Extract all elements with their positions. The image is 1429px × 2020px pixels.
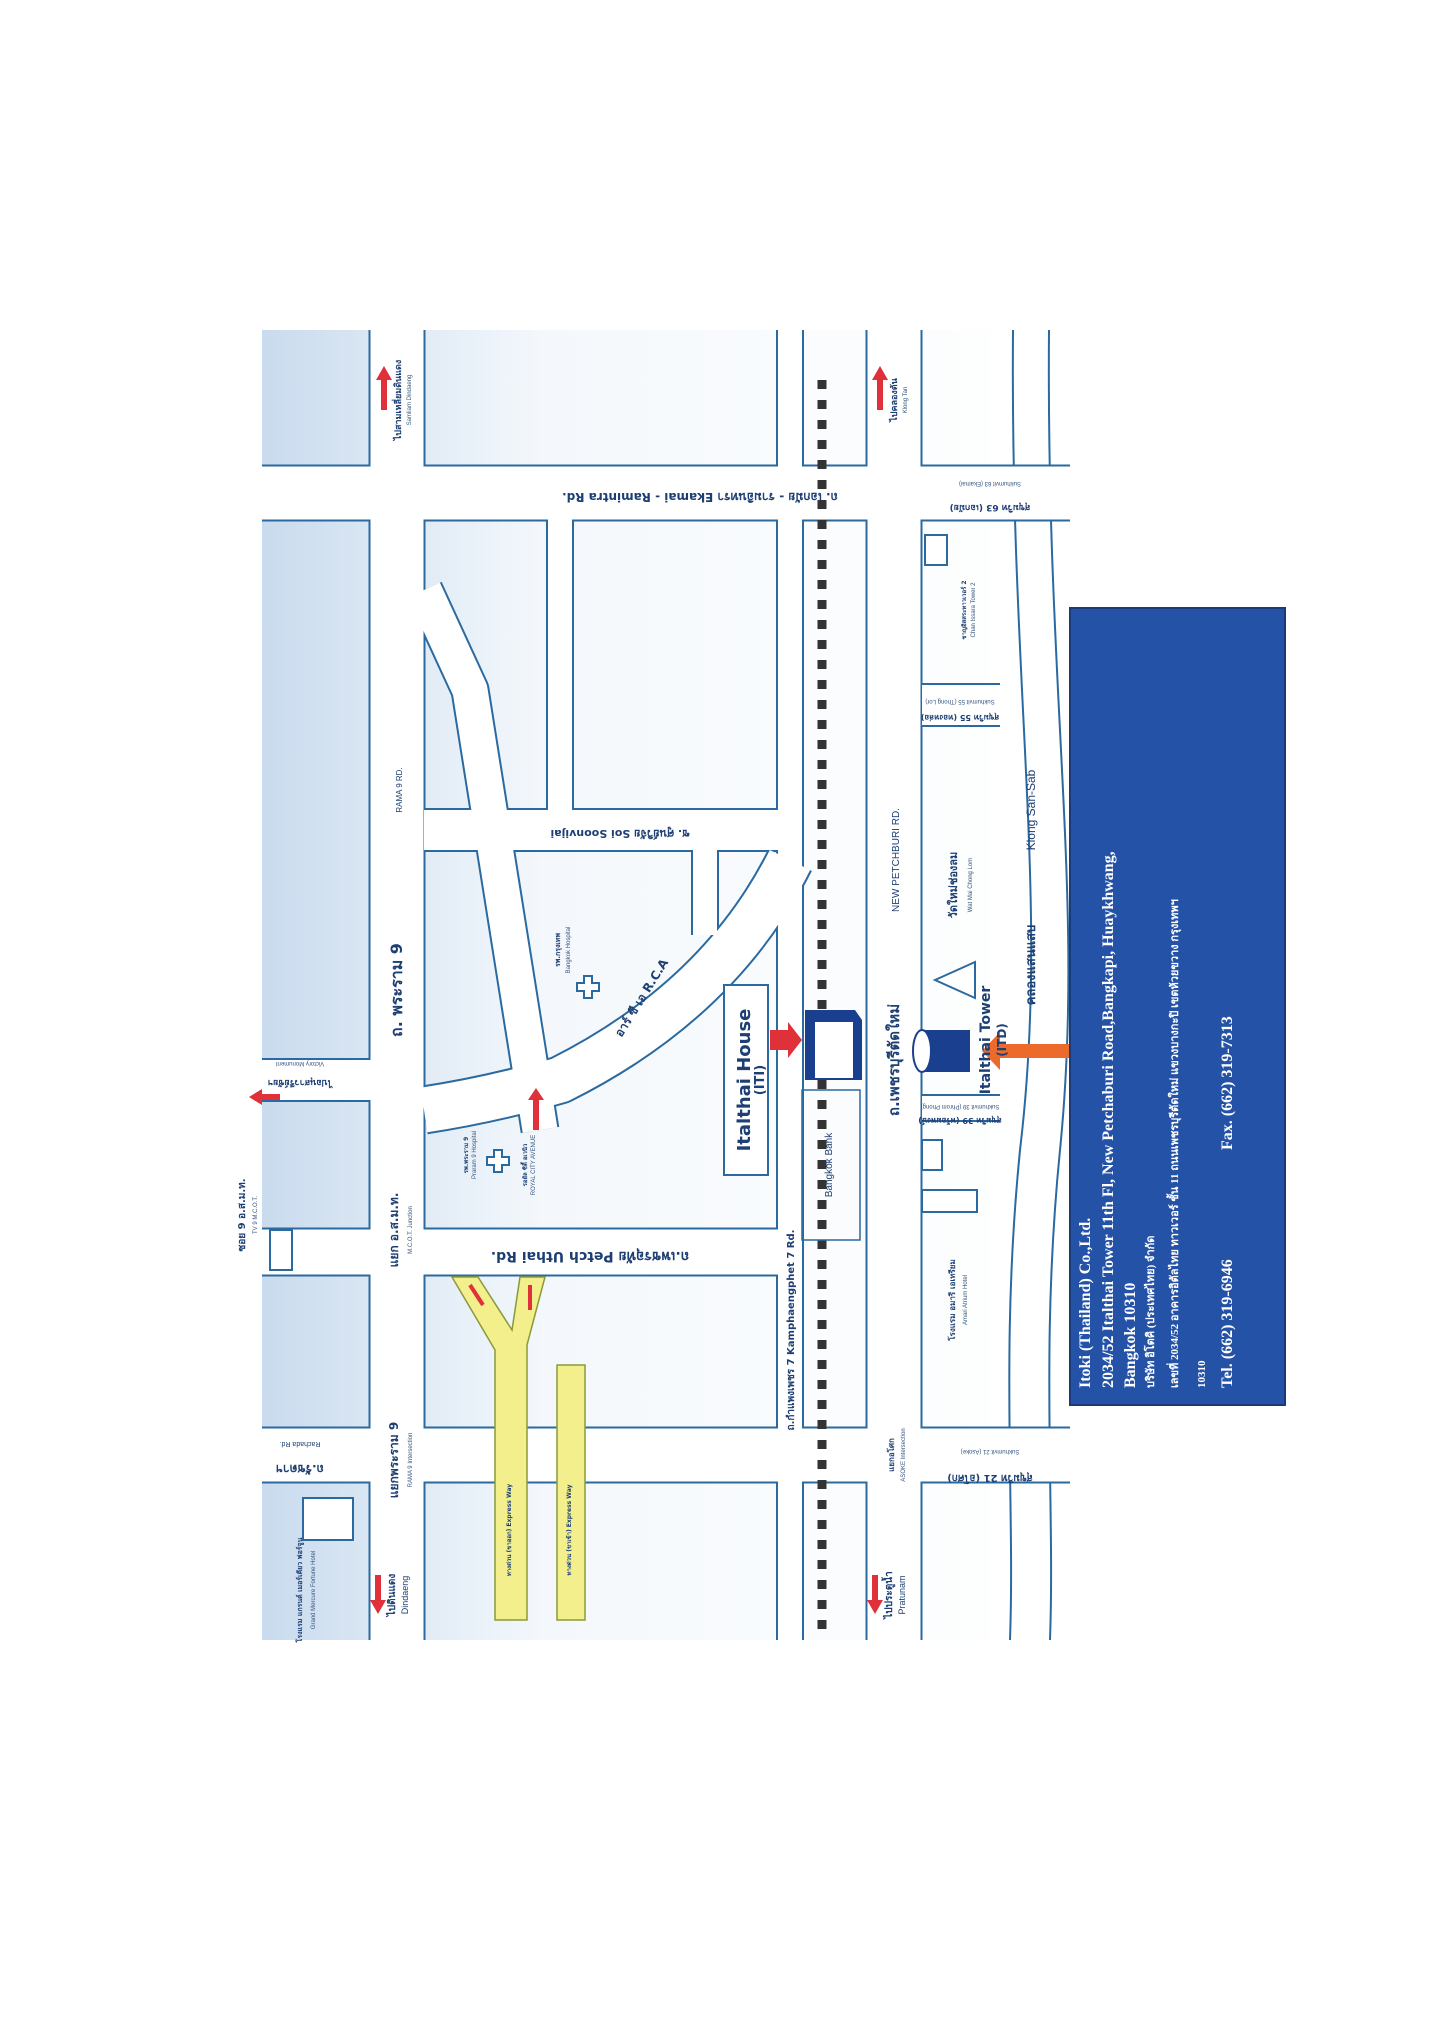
company-fax: Fax. (662) 319-7313 [1219, 1016, 1236, 1150]
bangkok-hospital-label: รพ.กรุงเทพ [554, 933, 562, 967]
italthai-house-label: Italthai House [734, 1009, 755, 1152]
company-name-th: บริษัท อิโตคิ (ประเทศไทย) จำกัด [1143, 1236, 1157, 1388]
company-info-box: Itoki (Thailand) Co.,Ltd. 2034/52 Italth… [1069, 607, 1286, 1406]
royal-city-avenue-label-en: ROYAL CITY AVENUE [531, 1135, 537, 1195]
mcot-soi9-label: ซอย 9 อ.ส.ม.ท. [237, 1178, 248, 1251]
bangkok-hospital-label-en: Bangkok Hospital [566, 927, 572, 974]
rachada-road-label: ถ.รัชดาฯ [276, 1462, 324, 1476]
to-klongtan-label: ไปคลองตัน [888, 377, 900, 422]
wat-mai-chong-lom-label-en: Wat Mai Chong Lom [968, 858, 974, 912]
to-victory-label: ไปอนุสาวรีย์ชัยฯ [268, 1077, 333, 1089]
to-victory-label-en: Victory Monument [276, 1060, 325, 1066]
temple-triangle-icon [932, 960, 976, 1000]
expressway [450, 1276, 586, 1621]
hospital-cross-icon [486, 1149, 510, 1173]
company-postcode: 10310 [1196, 1360, 1208, 1388]
amari-atrium-label: โรงแรม อมารี เอเทรียม [947, 1259, 957, 1341]
italthai-house-building-face [815, 1022, 853, 1078]
sukhumvit-63-label: สุขุมวิท 63 (เอกมัย) [950, 502, 1031, 513]
arrow-up-icon [528, 1088, 544, 1130]
expressway-in-label: ทางด่วน (ขาเข้า) Express Way [565, 1484, 573, 1575]
italthai-house-label-box [723, 984, 769, 1176]
ekamai-road-label: ถ. เอกมัย - รามอินทรา Ekamai - Ramintra … [562, 490, 838, 504]
to-samliam-label-en: Samliam Dindaeng [407, 375, 413, 426]
sukhumvit-21-label-en: Sukhumvit 21 (Asoke) [961, 1448, 1020, 1454]
kamphaengphet-road-label: ถ.กำแพงเพชร 7 Kamphaengphet 7 Rd. [785, 1230, 797, 1431]
italthai-house-code: (ITI) [753, 1065, 768, 1095]
mcot-soi9-label-en: TV 9 M.C.O.T. [253, 1196, 259, 1234]
hospital-cross-icon [576, 975, 600, 999]
bangkok-bank-label: Bangkok Bank [824, 1132, 835, 1197]
new-petchburi-road-label-en: NEW PETCHBURI RD. [891, 808, 902, 912]
company-address-en-2: Bangkok 10310 [1122, 1283, 1139, 1388]
company-name: Itoki (Thailand) Co.,Ltd. [1077, 1218, 1094, 1388]
building-icon [921, 1189, 978, 1213]
canal-label-th: คลองแสนแสบ [1024, 925, 1039, 1006]
canal-label-en: Klong San-Sab [1024, 769, 1038, 850]
arrow-up-icon [376, 366, 392, 410]
rama9-hospital-label-en: Praram 9 Hospital [472, 1131, 478, 1179]
to-dindaeng-label: ไปดินแดง [385, 1574, 398, 1618]
direction-arrows [249, 366, 888, 1614]
sukhumvit-21-label: สุขุมวิท 21 (อโศก) [947, 1472, 1033, 1485]
expressway-arrows [468, 1283, 532, 1310]
to-pratunam-label-en: Pratunam [897, 1575, 907, 1614]
petch-uthai-road-label: ถ.เพชรอุทัย Petch Uthai Rd. [491, 1248, 689, 1264]
sukhumvit-39-label: สุขุมวิท 39 (พร้อมพงษ์) [918, 1115, 1002, 1126]
mcot-junction-label-en: M.C.O.T. Junction [408, 1206, 414, 1254]
company-address-en-1: 2034/52 Italthai Tower 11th Fl, New Petc… [1100, 851, 1117, 1388]
chan-issara-tower-label-en: Chan Issara Tower 2 [971, 582, 977, 638]
building-icon [924, 534, 948, 566]
arrow-down-icon [867, 1575, 883, 1614]
arrow-up-icon [872, 366, 888, 410]
arrow-down-icon [370, 1575, 386, 1614]
expressway-out-label: ทางด่วน (ขาออก) Express Way [506, 1484, 513, 1576]
grand-mercure-label-en: Grand Mercure Fortune Hotel [311, 1551, 317, 1629]
orange-arrow-icon [982, 1032, 1072, 1070]
asoke-intersection-label: แยกอโศก [886, 1438, 896, 1472]
italthai-tower-building [912, 1029, 970, 1073]
to-dindaeng-label-en: Dindaeng [400, 1576, 410, 1615]
to-klongtan-label-en: Klong Tan [903, 387, 909, 414]
to-pratunam-label: ไปประตูน้ำ [881, 1571, 896, 1619]
company-address-th: เลขที่ 2034/52 อาคารอิตัลไทย ทาวเวอร์ ชั… [1166, 899, 1182, 1388]
mcot-junction-label: แยก อ.ส.ม.ท. [387, 1193, 401, 1268]
canal [990, 329, 1070, 1641]
asoke-intersection-label-en: ASOKE Intersection [901, 1428, 907, 1481]
rama9-hospital-label: รพ.พระราม 9 [463, 1137, 470, 1174]
rama9-road-label: ถ. พระราม 9 [387, 943, 406, 1037]
new-petchburi-road-label: ถ.เพชรบุรีตัดใหม่ [885, 1004, 904, 1116]
arrow-left-icon [249, 1089, 280, 1105]
to-samliam-label: ไปสามเหลี่ยมดินแดง [391, 360, 404, 442]
sukhumvit-55-label-en: Sukhumvit 55 (Thong Lor) [925, 698, 994, 704]
wat-mai-chong-lom-label: วัดใหม่ช่องลม [946, 852, 960, 919]
italthai-tower-label: Italthai Tower [978, 986, 994, 1095]
soi-soonvijai-label: ซ. ศูนย์วิจัย Soi Soonvijai [550, 826, 689, 840]
sukhumvit-55-label: สุขุมวิท 55 (ทองหล่อ) [921, 712, 999, 722]
sukhumvit-63-label-en: Sukhumvit 63 (Ekamai) [959, 480, 1021, 486]
building-icon [302, 1497, 354, 1541]
chan-issara-tower-label: ชาญอิสสระทาวเวอร์ 2 [960, 580, 968, 639]
rachada-road-label-en: Rachada Rd. [280, 1440, 321, 1447]
building-icon [921, 1139, 943, 1171]
italthai-tower-code: (ITD) [995, 1023, 1009, 1057]
bangkok-bank-building [801, 1089, 861, 1241]
red-arrow-icon [770, 1022, 802, 1058]
sukhumvit-39-label-en: Sukhumvit 39 (Phrom Phong) [921, 1103, 1000, 1109]
rama9-intersection-label-en: RAMA 9 Intersection [408, 1433, 414, 1488]
company-tel[interactable]: Tel. (662) 319-6946 [1219, 1259, 1236, 1388]
rama9-intersection-label: แยกพระราม 9 [387, 1422, 401, 1498]
grand-mercure-label: โรงแรม แกรนด์ เมอร์เคียว ฟอร์จูน [295, 1537, 305, 1643]
roads [262, 330, 1070, 1640]
building-icon [269, 1229, 293, 1271]
royal-city-avenue-label: รอยัล ซิตี้ อเวนิว [519, 1143, 529, 1186]
amari-atrium-label-en: Amari Atrium Hotel [963, 1275, 969, 1325]
rama9-road-label-en: RAMA 9 RD. [395, 767, 404, 812]
